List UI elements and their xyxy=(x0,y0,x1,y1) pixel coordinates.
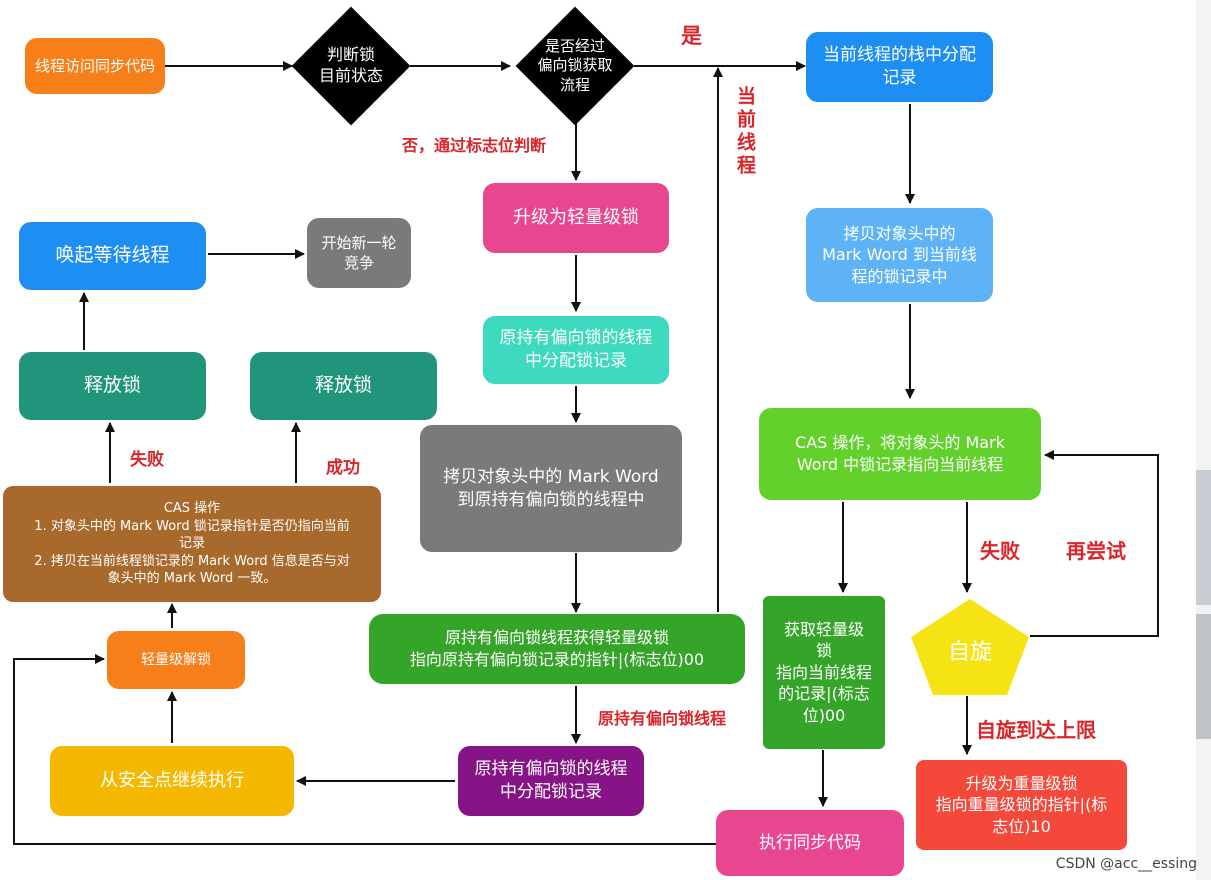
node-upgrade-light: 升级为轻量级锁 xyxy=(483,183,669,253)
label-fail-right: 失败 xyxy=(980,539,1020,563)
node-get-light: 获取轻量级 锁 指向当前线程 的记录|(标志 位)00 xyxy=(763,596,885,749)
node-copy-mark-current: 拷贝对象头中的 Mark Word 到当前线 程的锁记录中 xyxy=(806,208,993,302)
node-judge-text: 判断锁 目前状态 xyxy=(318,45,383,85)
node-exec-sync: 执行同步代码 xyxy=(716,810,904,876)
label-orig-biased-thread: 原持有偏向锁线程 xyxy=(598,709,727,728)
label-spin-limit: 自旋到达上限 xyxy=(976,718,1096,742)
node-stack-alloc: 当前线程的栈中分配 记录 xyxy=(806,32,993,102)
side-image-bottom xyxy=(1196,614,1211,739)
label-retry: 再尝试 xyxy=(1066,539,1126,563)
node-release-success: 释放锁 xyxy=(250,352,437,420)
node-cas-current: CAS 操作，将对象头的 Mark Word 中锁记录指向当前线程 xyxy=(759,408,1041,500)
node-new-round: 开始新一轮 竞争 xyxy=(307,218,411,288)
node-judge: 判断锁 目前状态 xyxy=(291,6,411,126)
label-current-thread: 当前线程 xyxy=(734,86,756,178)
node-alloc-orig-2: 原持有偏向锁的线程 中分配锁记录 xyxy=(458,746,644,816)
label-no-flag: 否，通过标志位判断 xyxy=(402,136,547,155)
node-biased-check: 是否经过 偏向锁获取 流程 xyxy=(515,6,635,126)
label-fail-left: 失败 xyxy=(130,450,164,470)
node-spin: 自旋 xyxy=(911,599,1029,695)
watermark: CSDN @acc__essing xyxy=(1055,856,1197,872)
edge-spin-retry xyxy=(1030,450,1159,637)
node-copy-mark-orig: 拷贝对象头中的 Mark Word 到原持有偏向锁的线程中 xyxy=(420,425,682,552)
label-yes: 是 xyxy=(681,24,702,48)
node-release-fail: 释放锁 xyxy=(19,352,206,420)
node-biased-check-text: 是否经过 偏向锁获取 流程 xyxy=(537,36,613,94)
node-alloc-orig-1: 原持有偏向锁的线程 中分配锁记录 xyxy=(483,316,669,384)
node-cas-unlock: CAS 操作 1. 对象头中的 Mark Word 锁记录指针是否仍指向当前 记… xyxy=(3,486,381,602)
side-image-top xyxy=(1196,470,1211,605)
label-success: 成功 xyxy=(326,458,360,478)
node-heavy: 升级为重量级锁 指向重量级锁的指针|(标 志位)10 xyxy=(916,760,1127,850)
node-orig-gets-light: 原持有偏向锁线程获得轻量级锁 指向原持有偏向锁记录的指针|(标志位)00 xyxy=(369,614,745,684)
node-resume-safepoint: 从安全点继续执行 xyxy=(50,746,294,816)
side-strip xyxy=(1196,0,1211,880)
node-wake-waiting: 唤起等待线程 xyxy=(19,222,206,290)
edge-exec-unlock xyxy=(13,654,716,845)
node-start: 线程访问同步代码 xyxy=(25,38,165,94)
node-spin-text: 自旋 xyxy=(948,640,992,665)
node-light-unlock: 轻量级解锁 xyxy=(107,631,245,689)
